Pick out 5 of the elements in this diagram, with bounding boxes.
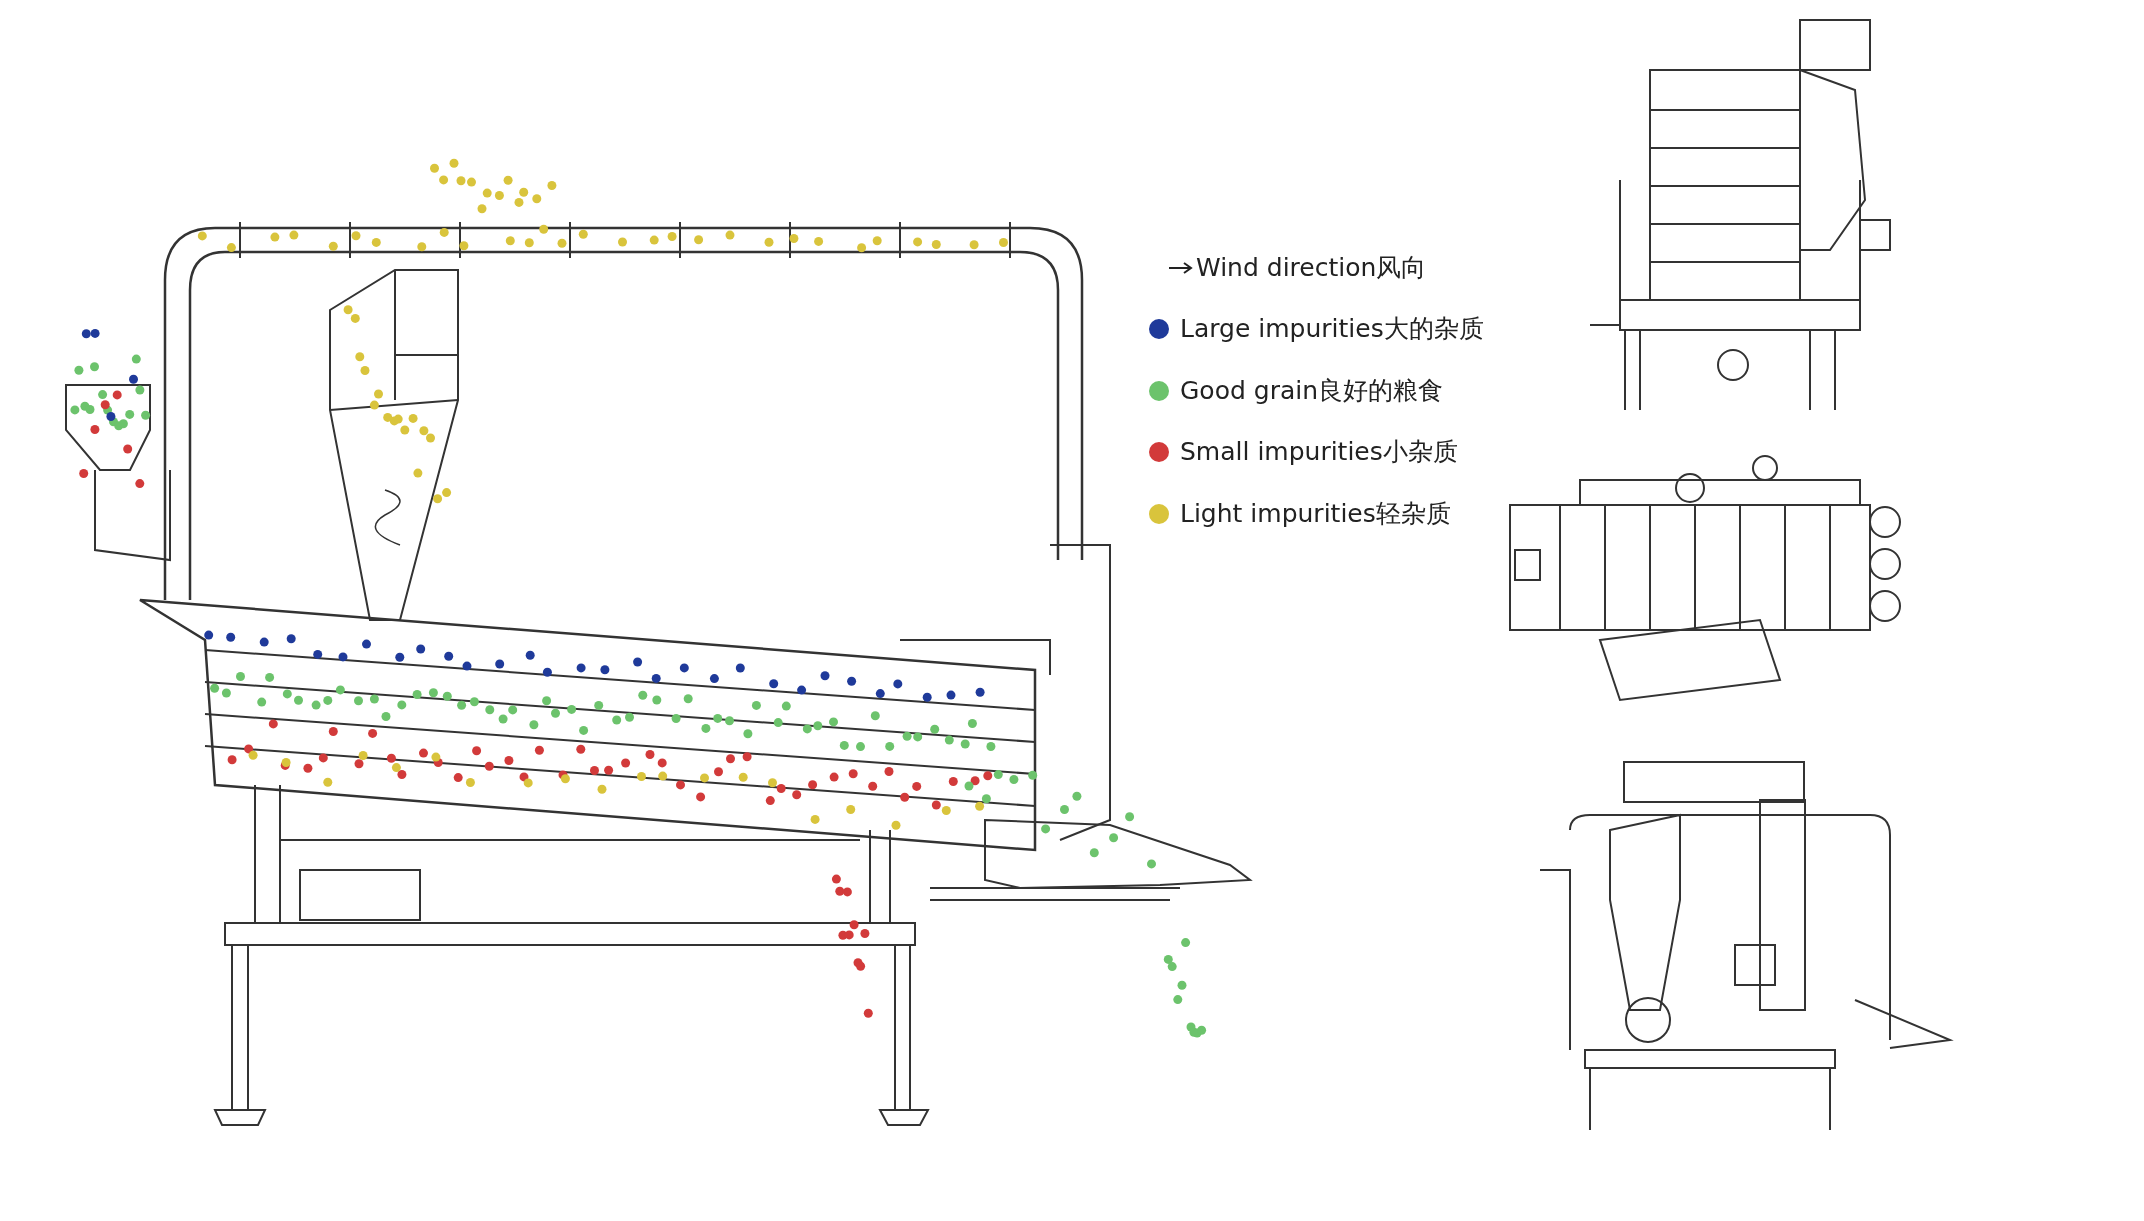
legend-label: Wind direction风向 (1196, 252, 1427, 284)
legend-label: Small impurities小杂质 (1180, 436, 1458, 468)
legend-label: Good grain良好的粮食 (1180, 375, 1444, 407)
legend-label: Large impurities大的杂质 (1180, 313, 1484, 345)
legend-label: Light impurities轻杂质 (1180, 498, 1451, 530)
